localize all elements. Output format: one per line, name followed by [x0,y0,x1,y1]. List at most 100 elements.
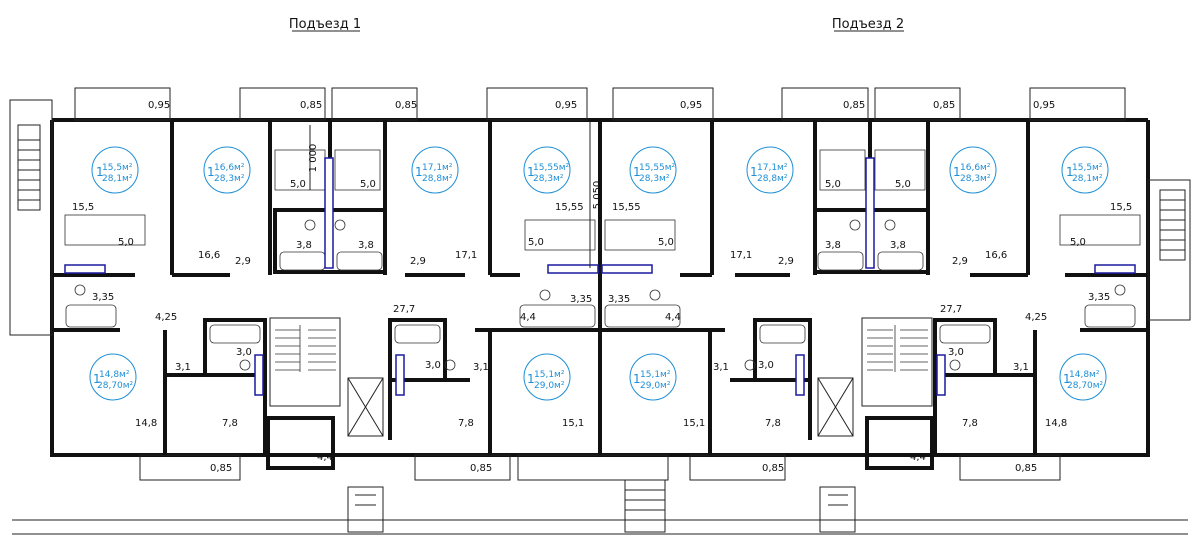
area-hall: 2,9 [778,256,794,267]
apartment-total: 28,3м² [639,174,670,184]
area-bath: 3,8 [296,240,312,251]
apartment-marker: 1 16,6м² 28,3м² [203,146,251,194]
area-balcony: 0,85 [843,100,865,111]
area-room: 17,1 [455,250,477,261]
apartment-number: 1 [1066,165,1074,179]
apartment-number: 1 [527,372,535,386]
area-hall-mid: 4,4 [520,312,536,323]
apartment-number: 1 [633,372,641,386]
area-hall-small: 3,1 [713,362,729,373]
apartment-number: 1 [527,165,535,179]
area-balcony-bottom: 0,85 [1015,463,1037,474]
apartment-area: 16,6м² [214,163,245,173]
area-balcony: 0,85 [933,100,955,111]
area-kitchen: 5,0 [658,237,674,248]
area-vestibule: 4,4 [910,452,926,463]
dimension-label: 5 050 [592,181,603,210]
apartment-marker: 1 14,8м² 28,70м² [1059,353,1107,401]
apartment-area: 16,6м² [960,163,991,173]
top-balconies [74,87,1126,121]
apartment-marker: 1 15,5м² 28,1м² [91,146,139,194]
apartment-number: 1 [96,165,104,179]
apartment-number: 1 [633,165,641,179]
area-room: 17,1 [730,250,752,261]
area-room: 15,5 [72,202,94,213]
area-balcony: 0,95 [680,100,702,111]
stair-treads [275,325,928,372]
apartment-marker: 1 14,8м² 28,70м² [89,353,137,401]
apartment-area: 15,5м² [1072,163,1103,173]
vent-shafts [64,157,1136,396]
section-title-2: Подъезд 2 [832,17,904,32]
area-kitchen: 5,0 [825,179,841,190]
area-hall-mid: 4,25 [1025,312,1047,323]
area-kitchen: 5,0 [895,179,911,190]
apartment-area: 15,5м² [102,163,133,173]
area-kitchen: 5,0 [528,237,544,248]
area-room: 15,55 [612,202,641,213]
apartment-marker: 1 17,1м² 28,8м² [411,146,459,194]
apartment-total: 28,8м² [757,174,788,184]
area-bath: 3,8 [825,240,841,251]
apartment-total: 28,3м² [533,174,564,184]
area-corridor: 27,7 [393,304,415,315]
area-balcony: 0,85 [395,100,417,111]
area-room-bottom: 14,8 [135,418,157,429]
area-kitchen-bottom: 7,8 [962,418,978,429]
apartment-number: 1 [207,165,215,179]
area-room: 15,5 [1110,202,1132,213]
apartment-area: 15,1м² [534,370,565,380]
apartment-marker: 1 15,5м² 28,1м² [1061,146,1109,194]
apartment-marker: 1 15,55м² 28,3м² [523,146,571,194]
apartment-total: 28,8м² [422,174,453,184]
area-balcony: 0,95 [148,100,170,111]
area-bath-side: 3,35 [92,292,114,303]
area-hall: 2,9 [235,256,251,267]
apartment-marker: 1 15,1м² 29,0м² [629,353,677,401]
area-room-bottom: 14,8 [1045,418,1067,429]
apartment-total: 28,3м² [214,174,245,184]
area-room: 16,6 [198,250,220,261]
fixtures [64,149,1141,371]
apartment-total: 29,0м² [534,381,565,391]
area-hall-small: 3,1 [473,362,489,373]
area-room-bottom: 15,1 [683,418,705,429]
section-title-1: Подъезд 1 [289,17,361,32]
apartment-marker: 1 15,55м² 28,3м² [629,146,677,194]
apartment-total: 28,70м² [97,381,134,391]
area-hall-mid: 4,4 [665,312,681,323]
area-bath-bottom: 3,0 [948,347,964,358]
area-kitchen: 5,0 [360,179,376,190]
apartment-total: 29,0м² [640,381,671,391]
apartment-area: 17,1м² [422,163,453,173]
area-kitchen-bottom: 7,8 [458,418,474,429]
area-bath-side: 3,35 [570,294,592,305]
area-balcony-bottom: 0,85 [470,463,492,474]
area-room-bottom: 15,1 [562,418,584,429]
area-kitchen: 5,0 [1070,237,1086,248]
area-room: 16,6 [985,250,1007,261]
dimension-small-label: 1 000 [308,144,319,173]
apartment-area: 15,55м² [639,163,676,173]
area-kitchen-bottom: 7,8 [765,418,781,429]
area-hall-small: 3,1 [1013,362,1029,373]
area-corridor: 27,7 [940,304,962,315]
apartment-markers: 1 15,5м² 28,1м² 1 16,6м² 28,3м² 1 17,1м²… [89,146,1109,401]
area-vestibule: 4,4 [317,452,333,463]
area-kitchen: 5,0 [118,237,134,248]
area-balcony-bottom: 0,85 [210,463,232,474]
area-hall: 2,9 [410,256,426,267]
area-balcony: 0,95 [1033,100,1055,111]
area-bath: 3,8 [358,240,374,251]
area-hall-mid: 4,25 [155,312,177,323]
area-bath-bottom: 3,0 [758,360,774,371]
apartment-area: 15,1м² [640,370,671,380]
apartment-area: 17,1м² [757,163,788,173]
area-bath-side: 3,35 [1088,292,1110,303]
apartment-number: 1 [953,165,961,179]
apartment-area: 15,55м² [533,163,570,173]
apartment-number: 1 [750,165,758,179]
area-balcony-bottom: 0,85 [762,463,784,474]
area-bath-bottom: 3,0 [425,360,441,371]
